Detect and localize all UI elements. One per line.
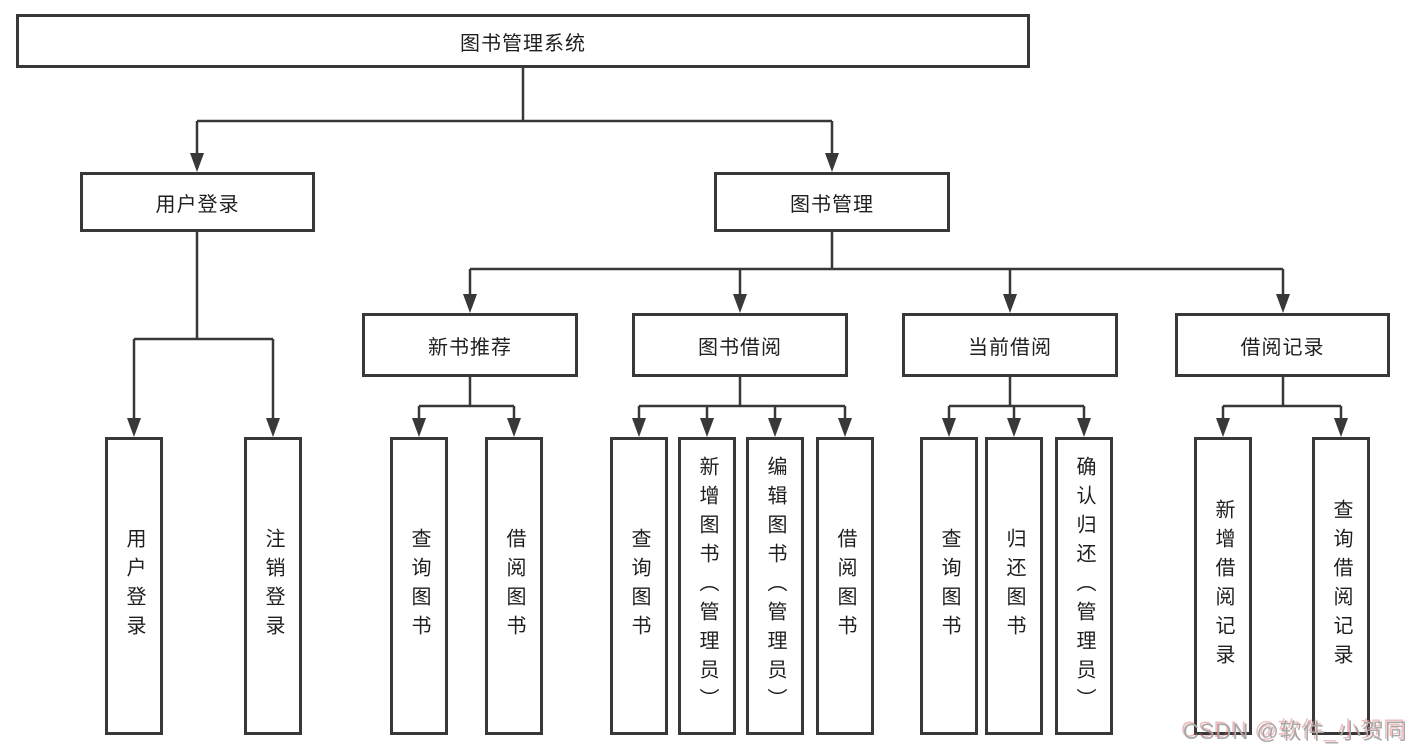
leaf-user-login: 用户登录 <box>105 437 163 735</box>
node-user-login: 用户登录 <box>80 172 315 232</box>
leaf-logout: 注销登录 <box>244 437 302 735</box>
node-new-book-recommend: 新书推荐 <box>362 313 578 377</box>
csdn-watermark: CSDN @软件_小贺同学 <box>1183 719 1405 744</box>
leaf-label: 归还图书 <box>1003 528 1025 644</box>
leaf-label: 注销登录 <box>262 528 284 644</box>
node-current-borrow: 当前借阅 <box>902 313 1118 377</box>
leaf-label: 查询图书 <box>628 528 650 644</box>
leaf-borrow-borrow-books: 借阅图书 <box>816 437 874 735</box>
leaf-label: 新增借阅记录 <box>1212 499 1234 673</box>
leaf-label: 查询借阅记录 <box>1330 499 1352 673</box>
leaf-label: 用户登录 <box>123 528 145 644</box>
node-book-borrow: 图书借阅 <box>632 313 848 377</box>
leaf-recommend-borrow-books: 借阅图书 <box>485 437 543 735</box>
node-root-system: 图书管理系统 <box>16 14 1030 68</box>
leaf-edit-books-admin: 编辑图书（管理员） <box>746 437 804 735</box>
leaf-borrow-query-books: 查询图书 <box>610 437 668 735</box>
leaf-label: 借阅图书 <box>834 528 856 644</box>
leaf-return-books: 归还图书 <box>985 437 1043 735</box>
leaf-recommend-query-books: 查询图书 <box>390 437 448 735</box>
leaf-label: 查询图书 <box>408 528 430 644</box>
leaf-query-borrow-record: 查询借阅记录 <box>1312 437 1370 735</box>
leaf-label: 编辑图书（管理员） <box>764 455 786 717</box>
leaf-add-books-admin: 新增图书（管理员） <box>678 437 736 735</box>
leaf-confirm-return-admin: 确认归还（管理员） <box>1055 437 1113 735</box>
leaf-label: 查询图书 <box>938 528 960 644</box>
node-book-management: 图书管理 <box>714 172 950 232</box>
arrowhead-icons <box>127 153 1348 437</box>
leaf-label: 新增图书（管理员） <box>696 455 718 717</box>
leaf-current-query-books: 查询图书 <box>920 437 978 735</box>
leaf-label: 借阅图书 <box>503 528 525 644</box>
node-borrow-records: 借阅记录 <box>1175 313 1390 377</box>
leaf-add-borrow-record: 新增借阅记录 <box>1194 437 1252 735</box>
leaf-label: 确认归还（管理员） <box>1073 455 1095 717</box>
